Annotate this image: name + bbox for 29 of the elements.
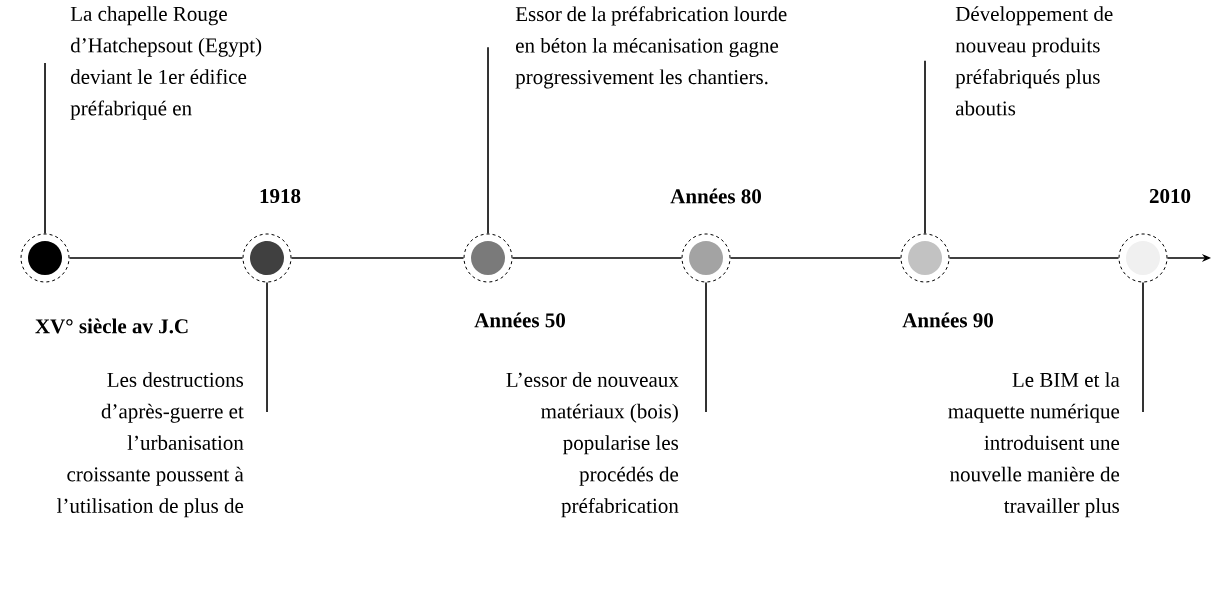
event-description: Le BIM et la maquette numérique introduisent une nouvelle manière de travailler plus xyxy=(948,372,1120,518)
timeline-marker xyxy=(20,233,70,283)
timeline-marker xyxy=(900,233,950,283)
event-description: L’essor de nouveaux matériaux (bois) popularise les procédés de préfabrication xyxy=(506,372,679,518)
timeline-marker xyxy=(1118,233,1168,283)
leader-line xyxy=(705,281,707,413)
date-label: 1918 xyxy=(260,188,301,204)
date-label: XV° siècle av J.C xyxy=(35,318,188,334)
event-description: La chapelle Rouge d’Hatchepsout (Egypt) deviant le 1er édifice préfabriqué en xyxy=(70,6,262,120)
leader-line xyxy=(924,60,926,235)
timeline-marker xyxy=(242,233,292,283)
leader-line xyxy=(487,46,489,235)
timeline-line xyxy=(511,257,683,259)
event-description: Essor de la préfabrication lourde en béton la mécanisation gagne progressivement les chantiers. xyxy=(515,6,787,89)
date-label: 2010 xyxy=(1149,188,1191,204)
timeline-line xyxy=(290,257,465,259)
leader-line xyxy=(44,62,46,235)
timeline-line xyxy=(948,257,1120,259)
timeline-marker xyxy=(463,233,513,283)
timeline-line xyxy=(68,257,244,259)
event-description: Développement de nouveau produits préfabriqués plus aboutis xyxy=(955,6,1113,116)
timeline-marker xyxy=(681,233,731,283)
event-description: Les destructions d’après-guerre et l’urbanisation croissante poussent à l’utilisation de plus de xyxy=(57,372,244,518)
leader-line xyxy=(266,281,268,413)
date-label: Années 50 xyxy=(474,312,565,328)
date-label: Années 80 xyxy=(670,188,761,204)
leader-line xyxy=(1142,281,1144,413)
timeline-line xyxy=(729,257,902,259)
date-label: Années 90 xyxy=(902,312,993,328)
